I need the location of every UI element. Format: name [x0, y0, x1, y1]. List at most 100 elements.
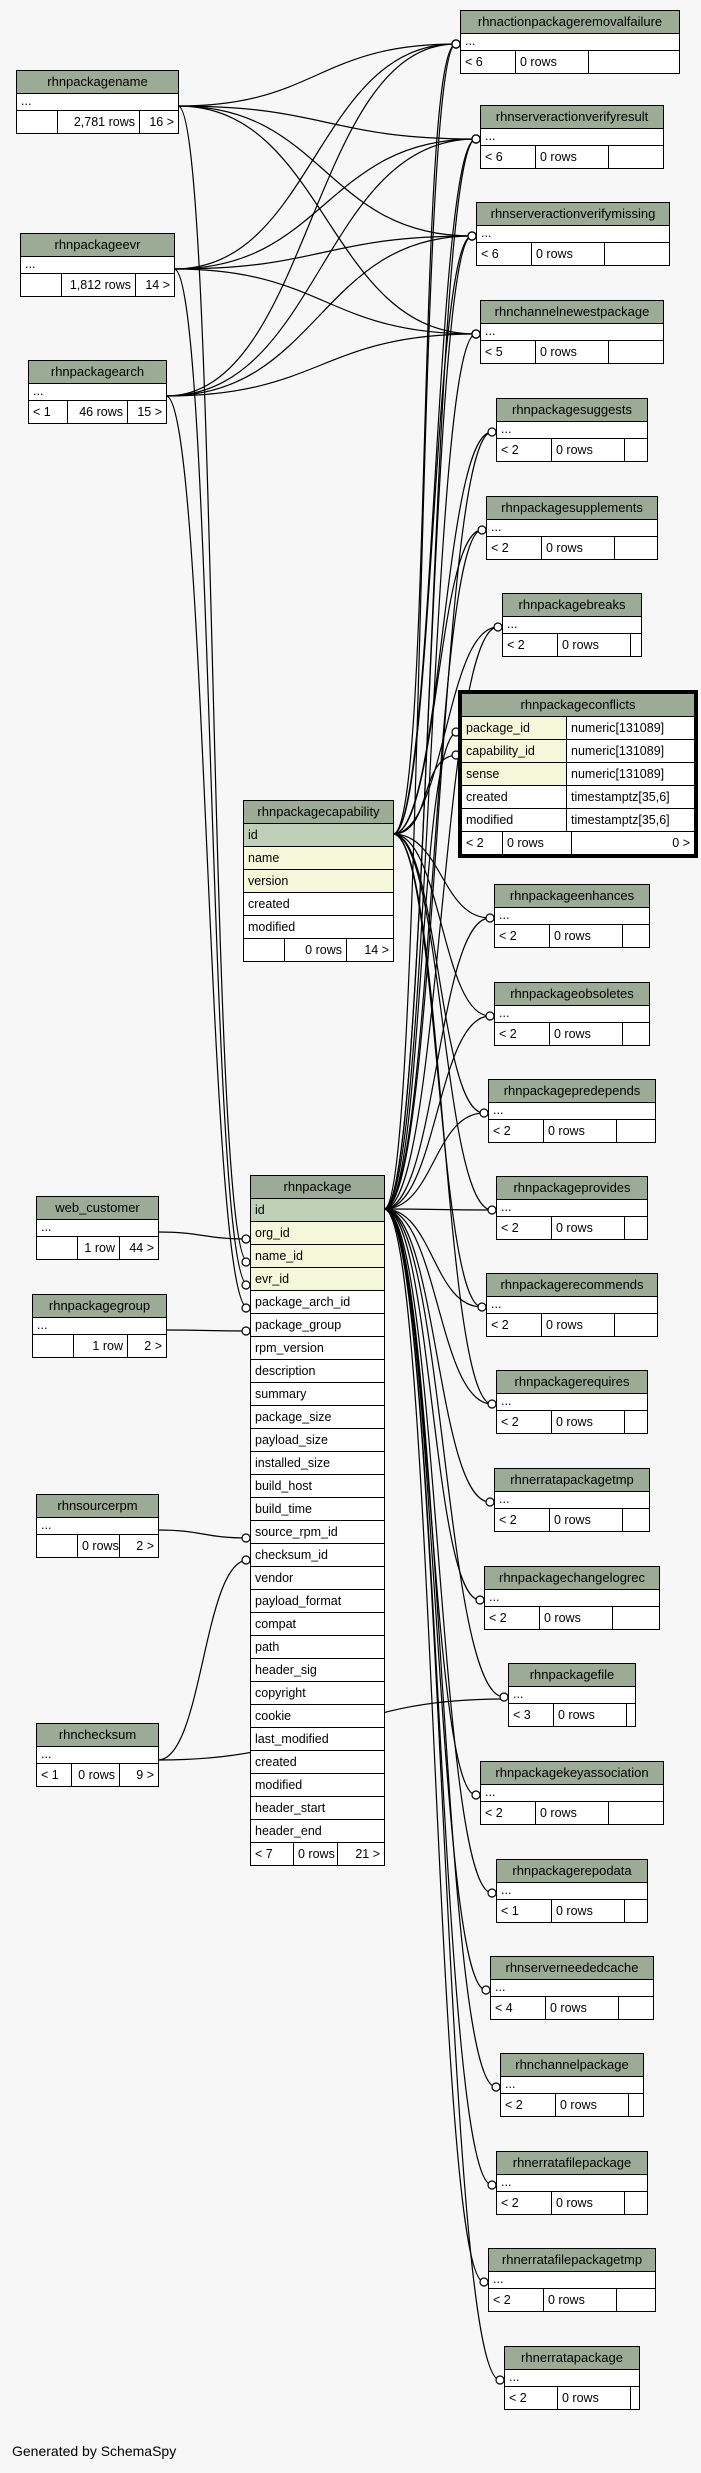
relationship-edge	[392, 626, 499, 835]
relationship-edge	[392, 833, 485, 1114]
table-rhnpackagecapability[interactable]: rhnpackagecapability id name version cre…	[243, 800, 394, 962]
relationship-edge	[392, 754, 459, 835]
columns-ellipsis: ...	[461, 34, 679, 51]
column-modified: modified	[251, 1774, 384, 1797]
table-header: rhnpackagesuggests	[497, 399, 647, 422]
table-header: rhnpackage	[251, 1176, 384, 1199]
relationship-edge	[173, 43, 457, 270]
table-header: rhnchecksum	[37, 1724, 158, 1747]
relationship-edge	[383, 235, 473, 1210]
column-path: path	[251, 1636, 384, 1659]
columns-ellipsis: ...	[481, 324, 663, 341]
relationship-endpoint	[241, 1533, 251, 1543]
table-header: rhnpackagearch	[29, 361, 166, 384]
table-header: rhnpackagechangelogrec	[485, 1567, 659, 1590]
columns-ellipsis: ...	[37, 1220, 158, 1237]
column-name-id: name_id	[251, 1245, 384, 1268]
relationship-edge	[383, 1208, 491, 1503]
table-header: rhnsourcerpm	[37, 1495, 158, 1518]
columns-ellipsis: ...	[495, 1492, 649, 1509]
column-payload-format: payload_format	[251, 1590, 384, 1613]
relationship-edge	[177, 105, 477, 140]
relationship-endpoint	[495, 2375, 505, 2385]
relationship-edge	[392, 833, 491, 1017]
table-header: rhnerratapackagetmp	[495, 1469, 649, 1492]
relationship-edge	[383, 1015, 491, 1210]
relationship-endpoint	[467, 231, 477, 241]
columns-ellipsis: ...	[489, 2272, 655, 2289]
columns-ellipsis: ...	[509, 1687, 635, 1704]
columns-ellipsis: ...	[497, 2175, 647, 2192]
table-rhnpackage[interactable]: rhnpackage id org_id name_id evr_id pack…	[250, 1175, 385, 1866]
table-header: rhnactionpackageremovalfailure	[461, 11, 679, 34]
columns-ellipsis: ...	[481, 129, 663, 146]
relationship-edge	[383, 333, 477, 1210]
relationship-edge	[165, 333, 477, 397]
columns-ellipsis: ...	[37, 1747, 158, 1764]
relationship-edge	[392, 833, 491, 919]
relationship-endpoint	[487, 1888, 497, 1898]
column-build-host: build_host	[251, 1475, 384, 1498]
columns-ellipsis: ...	[17, 94, 178, 111]
table-header: rhnpackagename	[17, 71, 178, 94]
relationship-endpoint	[481, 1985, 491, 1995]
table-header: rhnpackagecapability	[244, 801, 393, 824]
relationship-endpoint	[241, 1555, 251, 1565]
column-vendor: vendor	[251, 1567, 384, 1590]
relationship-endpoint	[241, 1326, 251, 1336]
relationship-edge	[177, 105, 473, 237]
columns-ellipsis: ...	[37, 1518, 158, 1535]
relationship-endpoint	[479, 1108, 489, 1118]
table-header: rhnserverneededcache	[491, 1957, 653, 1980]
relationship-endpoint	[487, 2180, 497, 2190]
